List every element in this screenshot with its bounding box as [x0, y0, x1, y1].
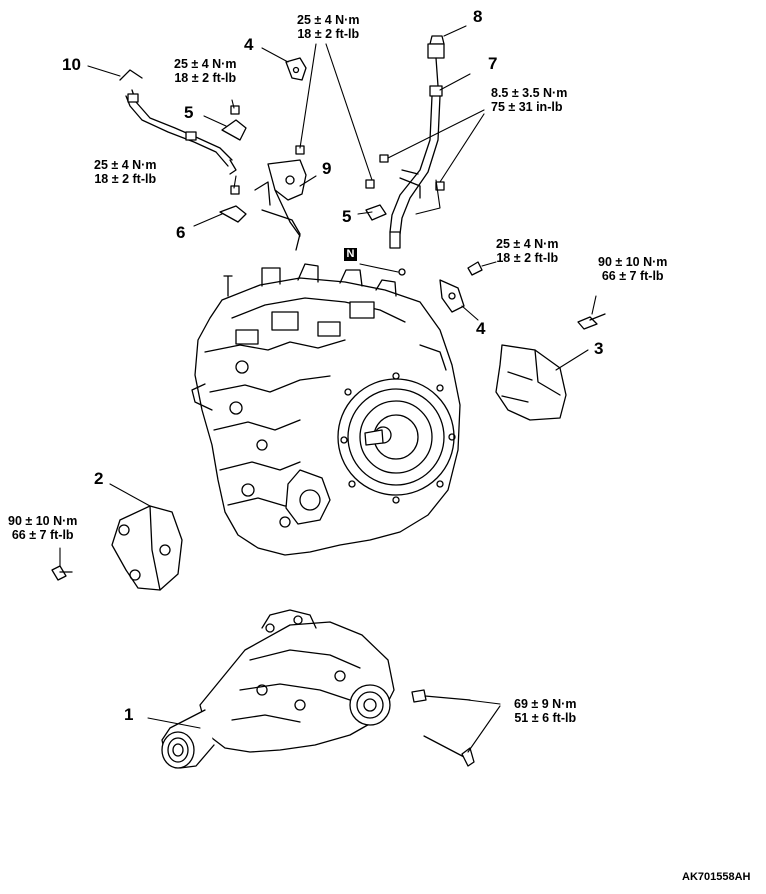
torque-metric: 90 ± 10 N·m [8, 514, 78, 528]
mount-bracket-2 [111, 505, 183, 591]
torque-spec-bracket-5: 25 ± 4 N·m 18 ± 2 ft-lb [174, 57, 236, 85]
torque-metric: 69 ± 9 N·m [514, 697, 577, 711]
torque-metric: 90 ± 10 N·m [598, 255, 668, 269]
callout-3: 3 [594, 339, 604, 358]
torque-imperial: 18 ± 2 ft-lb [496, 251, 559, 265]
torque-spec-top: 25 ± 4 N·m 18 ± 2 ft-lb [297, 13, 359, 41]
mount-bolts [51, 313, 606, 767]
callout-4-lower: 4 [476, 319, 486, 338]
torque-spec-mount-2: 90 ± 10 N·m 66 ± 7 ft-lb [8, 514, 77, 542]
document-id: AK701558AH [682, 871, 751, 883]
callout-8: 8 [473, 7, 483, 26]
torque-metric: 25 ± 4 N·m [94, 158, 157, 172]
callout-4-upper: 4 [244, 35, 254, 54]
leader-lines [59, 25, 597, 753]
torque-spec-transfer: 69 ± 9 N·m 51 ± 6 ft-lb [514, 697, 576, 725]
torque-spec-mount-3: 90 ± 10 N·m 66 ± 7 ft-lb [598, 255, 667, 283]
torque-imperial: 18 ± 2 ft-lb [297, 27, 360, 41]
callout-6: 6 [176, 223, 186, 242]
torque-metric: 8.5 ± 3.5 N·m [491, 86, 568, 100]
callout-10: 10 [62, 55, 81, 74]
torque-imperial: 75 ± 31 in-lb [491, 100, 563, 114]
torque-metric: 25 ± 4 N·m [496, 237, 559, 251]
callout-5-lower: 5 [342, 207, 352, 226]
upper-brackets [119, 57, 465, 313]
mount-bracket-3 [495, 344, 567, 421]
torque-imperial: 66 ± 7 ft-lb [11, 528, 74, 542]
transaxle-assembly [191, 263, 461, 556]
torque-imperial: 18 ± 2 ft-lb [94, 172, 157, 186]
callout-9: 9 [322, 159, 332, 178]
callout-2: 2 [94, 469, 104, 488]
transfer-case [161, 609, 395, 769]
torque-imperial: 18 ± 2 ft-lb [174, 71, 237, 85]
callout-7: 7 [488, 54, 498, 73]
callout-5-upper: 5 [184, 103, 194, 122]
dipstick-tube [389, 35, 445, 276]
torque-imperial: 51 ± 6 ft-lb [514, 711, 577, 725]
callout-1: 1 [124, 705, 134, 724]
torque-spec-bracket-4: 25 ± 4 N·m 18 ± 2 ft-lb [496, 237, 558, 265]
torque-spec-dipstick: 8.5 ± 3.5 N·m 75 ± 31 in-lb [491, 86, 567, 114]
torque-metric: 25 ± 4 N·m [297, 13, 360, 27]
torque-imperial: 66 ± 7 ft-lb [601, 269, 664, 283]
torque-metric: 25 ± 4 N·m [174, 57, 237, 71]
torque-spec-left: 25 ± 4 N·m 18 ± 2 ft-lb [94, 158, 156, 186]
n-marker: N [344, 248, 357, 261]
